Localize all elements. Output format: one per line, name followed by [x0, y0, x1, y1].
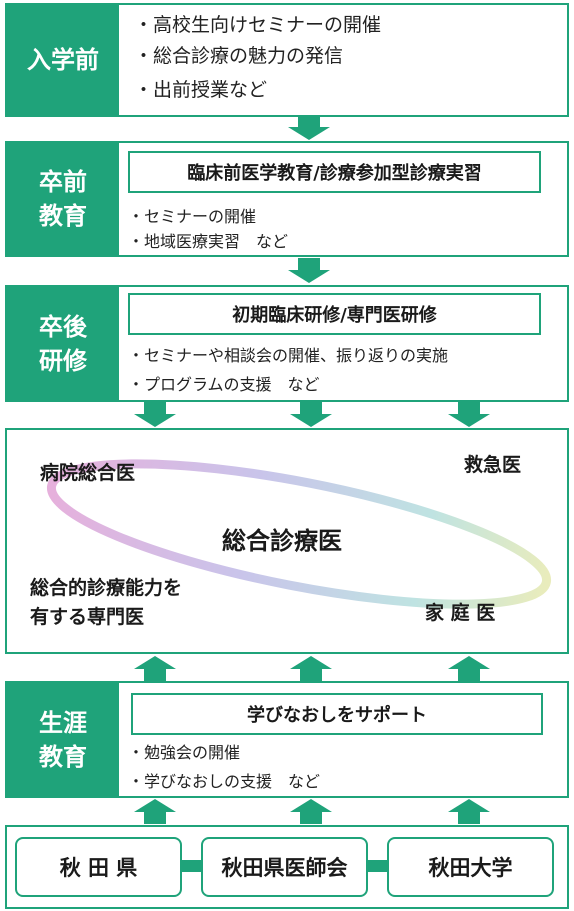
stage1-item: ・高校生向けセミナーの開催: [134, 14, 382, 36]
family-doctor-label: 家 庭 医: [425, 602, 496, 624]
stage-postgraduate-label: 卒後 研修: [7, 287, 119, 400]
emergency-label: 救急医: [464, 454, 522, 476]
stage4-item: ・学びなおしの支援 など: [128, 772, 321, 791]
up-arrow-icon: [448, 656, 490, 681]
org-connector: [366, 860, 390, 872]
down-arrow-icon: [288, 258, 330, 283]
up-arrow-icon: [134, 656, 176, 681]
stage3-heading: 初期臨床研修/専門医研修: [128, 293, 541, 335]
org-akita-university: 秋田大学: [387, 837, 554, 897]
stage2-item: ・地域医療実習 など: [128, 232, 289, 251]
stage-pre-admission-label: 入学前: [7, 5, 119, 115]
hospitalist-label: 病院総合医: [40, 462, 136, 484]
specialist-label-line2: 有する専門医: [30, 606, 145, 628]
stage2-heading: 臨床前医学教育/診療参加型診療実習: [128, 151, 541, 193]
stage2-item: ・セミナーの開催: [128, 207, 257, 226]
stage-lifelong-label: 生涯 教育: [7, 683, 119, 796]
stage3-item: ・プログラムの支援 など: [128, 375, 320, 394]
up-arrow-icon: [290, 656, 332, 681]
stage4-item: ・勉強会の開催: [128, 743, 241, 762]
down-arrow-icon: [134, 402, 176, 427]
center-title: 総合診療医: [222, 527, 342, 555]
down-arrow-icon: [448, 402, 490, 427]
stage-undergraduate-label: 卒前 教育: [7, 143, 119, 255]
org-akita-medical-association: 秋田県医師会: [201, 837, 368, 897]
down-arrow-icon: [290, 402, 332, 427]
down-arrow-icon: [288, 117, 330, 140]
stage1-item: ・総合診療の魅力の発信: [134, 45, 344, 67]
specialist-label-line1: 総合的診療能力を: [30, 577, 183, 599]
stage3-item: ・セミナーや相談会の開催、振り返りの実施: [128, 346, 449, 365]
stage4-heading: 学びなおしをサポート: [131, 693, 543, 735]
up-arrow-icon: [290, 799, 332, 824]
org-akita-prefecture: 秋 田 県: [15, 837, 182, 897]
org-connector: [180, 860, 204, 872]
up-arrow-icon: [134, 799, 176, 824]
stage1-item: ・出前授業など: [134, 79, 268, 101]
up-arrow-icon: [448, 799, 490, 824]
gradient-ring: [46, 459, 552, 609]
